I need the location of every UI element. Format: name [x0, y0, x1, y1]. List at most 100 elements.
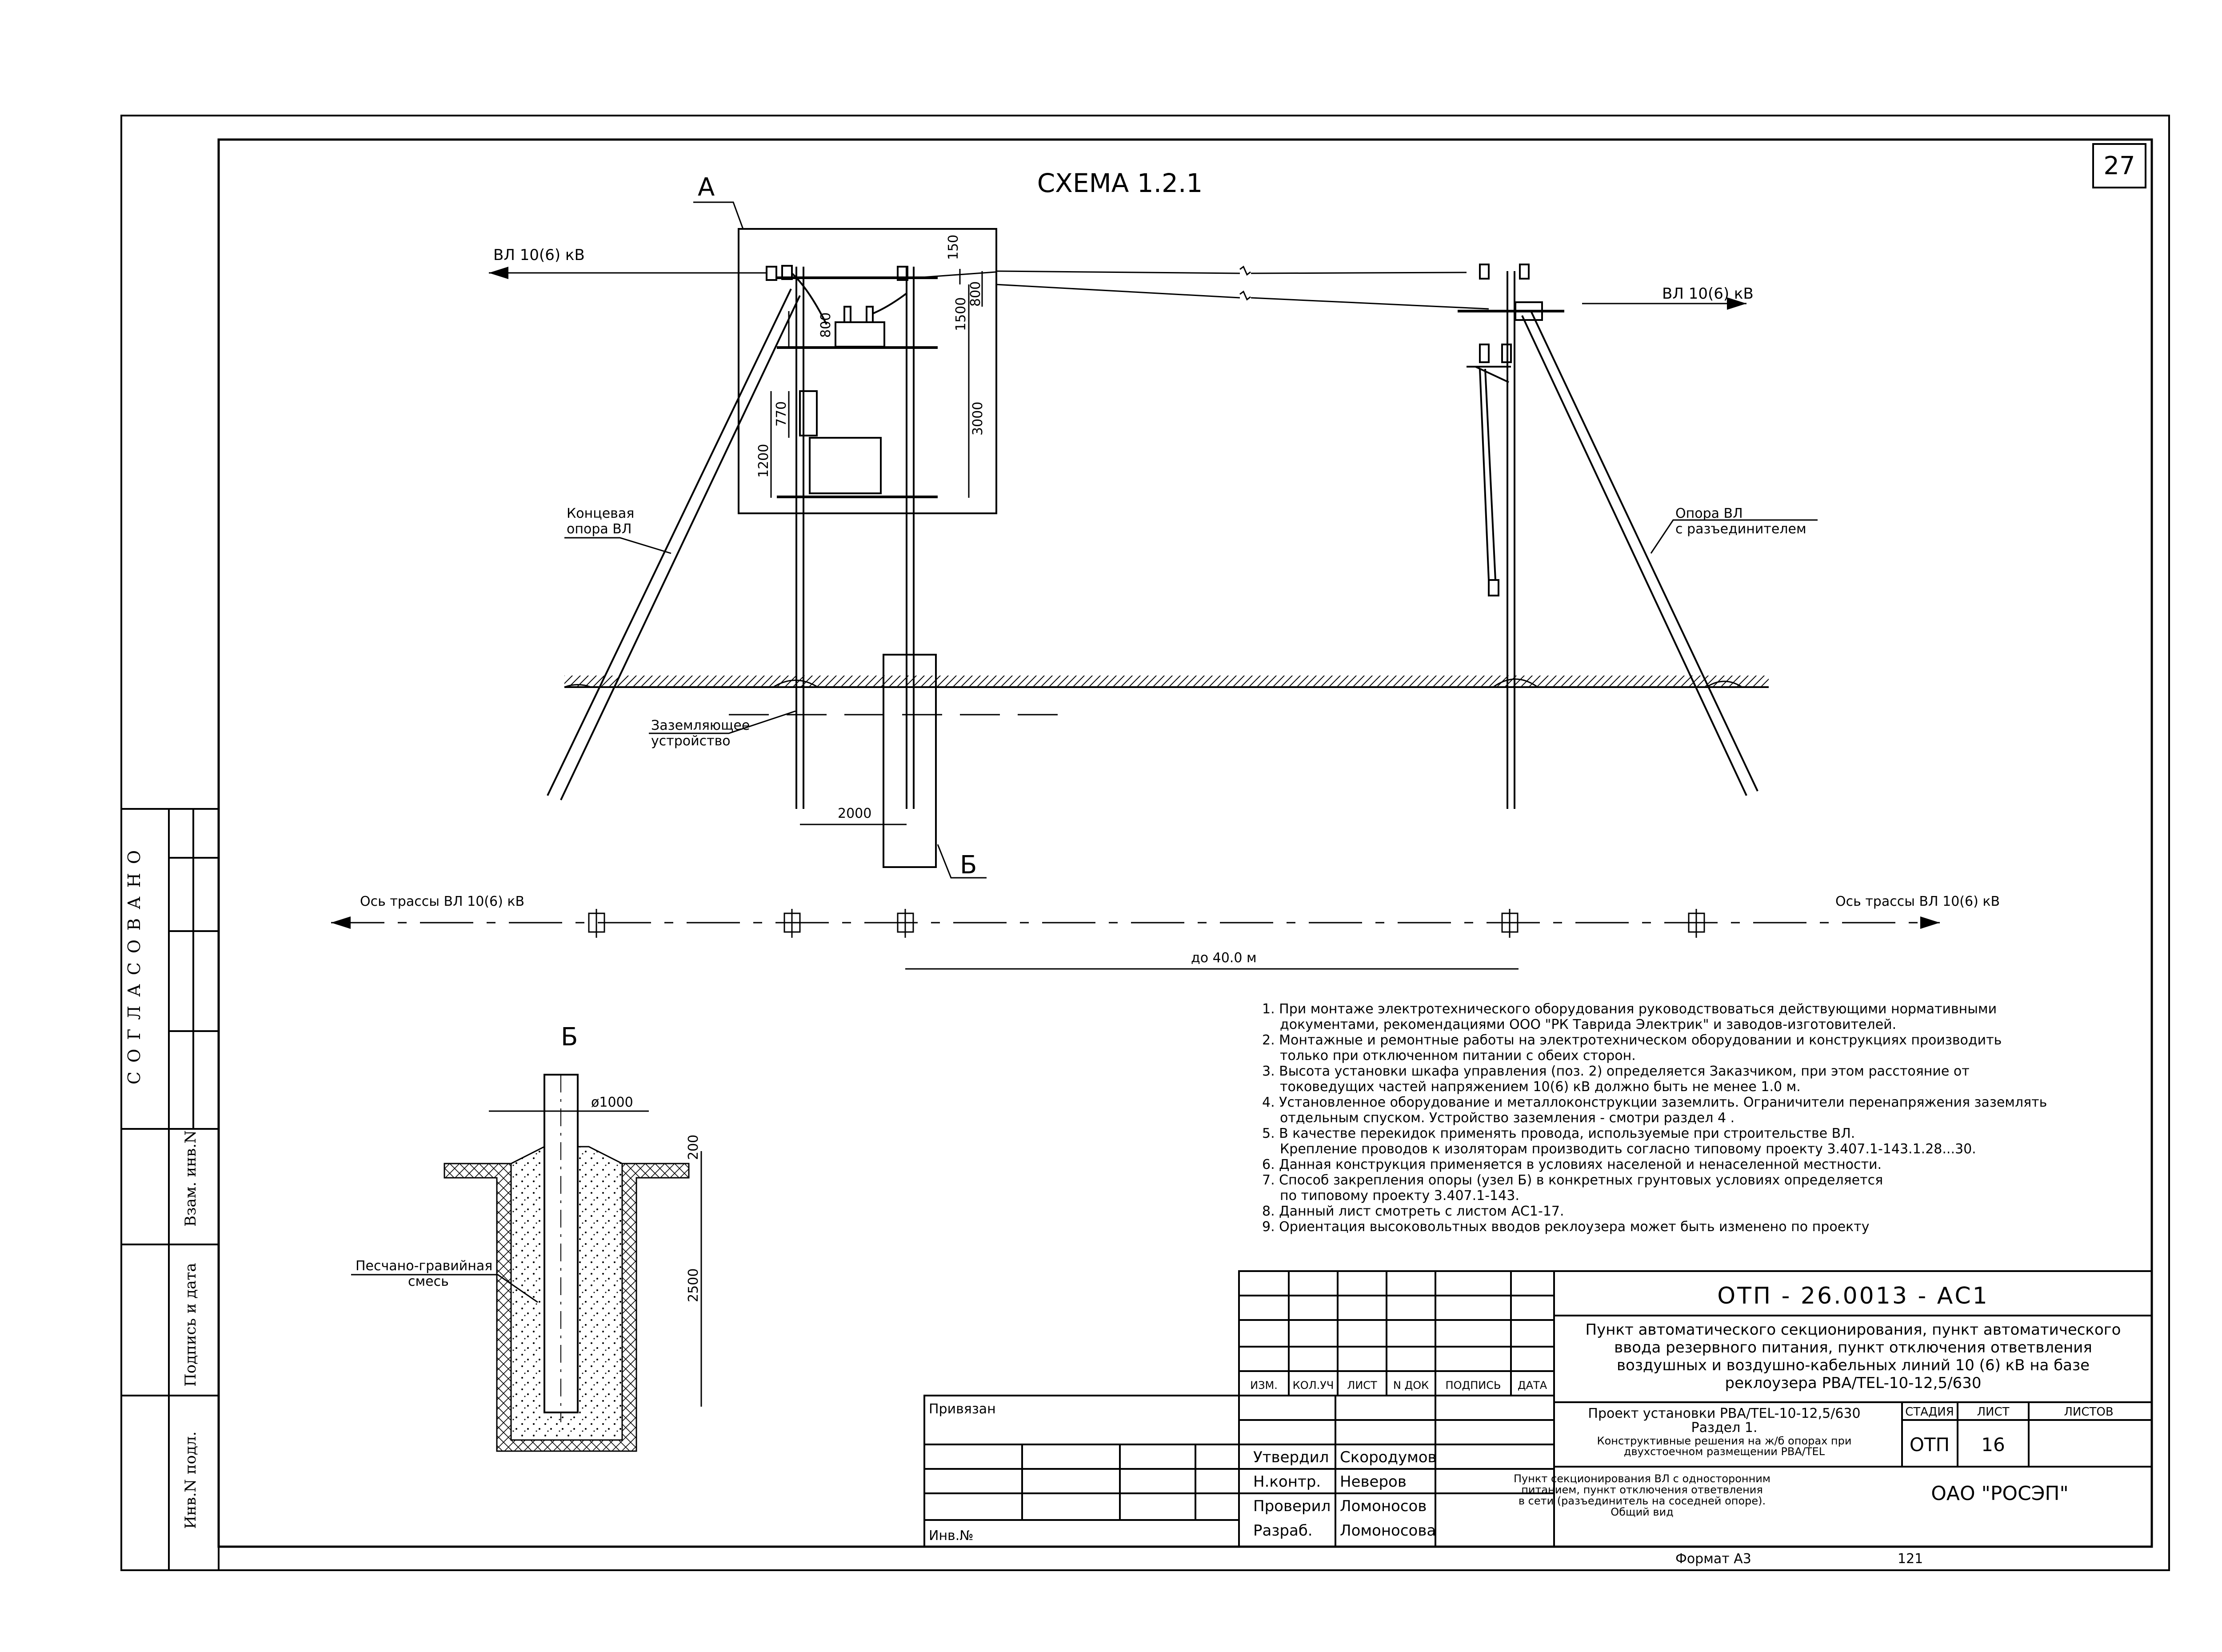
end-pole-left: [547, 265, 938, 809]
format-label: Формат А3: [1675, 1551, 1751, 1567]
line-label-left-text: ВЛ 10(6) кВ: [493, 246, 585, 264]
line-label-left: ВЛ 10(6) кВ: [489, 246, 585, 279]
dim-1200: 1200: [756, 444, 771, 478]
revision-header: ЛИСТ: [1347, 1379, 1377, 1392]
callout-a-label: А: [698, 173, 715, 202]
role-name: Ломоносов: [1340, 1497, 1427, 1515]
inv-no-label: Инв.№: [929, 1528, 973, 1544]
drawing-line1: Пункт секционирования ВЛ с односторонним: [1514, 1472, 1770, 1485]
leader-ground-line1: Заземляющее: [651, 718, 750, 733]
privyazan-label: Привязан: [929, 1401, 996, 1417]
note-line: 8. Данный лист смотреть с листом АС1-17.: [1262, 1204, 1564, 1219]
foundation-box: [883, 654, 937, 868]
dim-150: 150: [946, 235, 961, 260]
revision-header: ДАТА: [1518, 1379, 1547, 1392]
sheet-number: 27: [2103, 152, 2135, 180]
detail-b-title: Б: [561, 1023, 578, 1052]
desc-line2: ввода резервного питания, пункт отключен…: [1614, 1339, 2092, 1356]
dim-3000: 3000: [970, 402, 986, 436]
project-line3: Конструктивные решения на ж/б опорах при: [1597, 1435, 1852, 1447]
revision-header: ПОДПИСЬ: [1446, 1379, 1501, 1392]
leader-ground-line2: устройство: [651, 733, 731, 749]
dim-1000: ø1000: [591, 1095, 633, 1110]
role-name: Неверов: [1340, 1473, 1407, 1491]
doc-code: ОТП - 26.0013 - АС1: [1717, 1283, 1989, 1309]
ground-line: [564, 676, 1769, 688]
stage-header: СТАДИЯ: [1905, 1405, 1954, 1419]
note-line: 2. Монтажные и ремонтные работы на элект…: [1262, 1032, 2002, 1048]
note-line: 1. При монтаже электротехнического обору…: [1262, 1001, 1997, 1017]
title-block: ОТП - 26.0013 - АС1 Пункт автоматическог…: [923, 1270, 2153, 1567]
note-line: 4. Установленное оборудование и металлок…: [1262, 1095, 2047, 1110]
dim-800-left: 800: [818, 312, 834, 338]
callout-b-label: Б: [960, 851, 977, 880]
scheme-title: СХЕМА 1.2.1: [1037, 168, 1203, 198]
dim-770: 770: [774, 401, 789, 427]
role-name: Скородумов: [1340, 1448, 1437, 1466]
leader-pole-line2: с разъединителем: [1675, 521, 1806, 537]
drawing-line2: питанием, пункт отключения ответвления: [1521, 1484, 1763, 1496]
side-stamp: СОГЛАСОВАНО Взам. инв.N Подпись и дата И…: [120, 808, 220, 1571]
dim-2500: 2500: [686, 1268, 701, 1302]
route-axis: Ось трассы ВЛ 10(6) кВ Ось трассы ВЛ 10(…: [331, 894, 2000, 970]
axis-label-right: Ось трассы ВЛ 10(6) кВ: [1835, 894, 2000, 909]
leader-end-pole-line2: опора ВЛ: [567, 521, 631, 537]
project-line2: Раздел 1.: [1691, 1420, 1758, 1436]
role-label: Утвердил: [1253, 1448, 1329, 1466]
notes: 1. При монтаже электротехнического обору…: [1262, 1001, 2047, 1235]
note-line: отдельным спуском. Устройство заземления…: [1280, 1110, 1734, 1126]
role-label: Н.контр.: [1253, 1473, 1321, 1491]
dim-2000: 2000: [838, 806, 871, 821]
note-line: по типовому проекту 3.407.1-143.: [1280, 1188, 1519, 1204]
note-line: документами, рекомендациями ООО "РК Тавр…: [1280, 1017, 1896, 1032]
sheet-number-box: 27: [2092, 143, 2146, 188]
sheet-value: 16: [1981, 1434, 2005, 1456]
callout-b: Б: [937, 844, 987, 880]
dimension-labels: 150 800 1500 800 3000 770 1200 2000: [756, 235, 986, 821]
drawing-line4: Общий вид: [1611, 1506, 1673, 1518]
organization: ОАО "РОСЭП": [1931, 1482, 2069, 1505]
sheet-header: ЛИСТ: [1977, 1405, 2009, 1419]
leader-mix-line2: смесь: [408, 1274, 449, 1289]
dim-1500: 1500: [953, 297, 969, 331]
dim-200: 200: [686, 1135, 701, 1160]
revision-header: N ДОК: [1393, 1379, 1429, 1392]
page-number: 121: [1898, 1551, 1923, 1567]
leader-end-pole: Концевая опора ВЛ: [564, 506, 671, 554]
detail-a-frame: [738, 228, 997, 514]
project-line4: двухстоечном размещении PBA/TEL: [1624, 1445, 1825, 1458]
leader-pole: Опора ВЛ с разъединителем: [1650, 506, 1818, 554]
dim-800-top: 800: [968, 281, 983, 307]
role-label: Проверил: [1253, 1497, 1331, 1515]
line-label-right-text: ВЛ 10(6) кВ: [1662, 285, 1754, 303]
note-line: 3. Высота установки шкафа управления (по…: [1262, 1064, 1970, 1079]
note-line: токоведущих частей напряжением 10(6) кВ …: [1280, 1079, 1801, 1095]
side-agreed: СОГЛАСОВАНО: [124, 841, 144, 1084]
note-line: 6. Данная конструкция применяется в усло…: [1262, 1157, 1882, 1172]
line-label-right: ВЛ 10(6) кВ: [1662, 285, 1754, 310]
project-line1: Проект установки PBA/TEL-10-12,5/630: [1588, 1406, 1860, 1421]
axis-label-left: Ось трассы ВЛ 10(6) кВ: [360, 894, 524, 909]
detail-b: Б ø1000 200 2500 Песчано-гравийная смесь: [351, 1023, 702, 1452]
side-sign: Подпись и дата: [182, 1263, 200, 1387]
leader-pole-line1: Опора ВЛ: [1675, 506, 1743, 521]
dimensions-detail-a: [770, 269, 983, 825]
overhead-wires: [489, 265, 1746, 310]
drawing-line3: в сети (разъединитель на соседней опоре)…: [1519, 1495, 1766, 1507]
desc-line3: воздушных и воздушно-кабельных линий 10 …: [1617, 1356, 2090, 1374]
pole-right: [1458, 264, 1758, 809]
leader-mix-line1: Песчано-гравийная: [356, 1258, 492, 1274]
dim-40m: до 40.0 м: [1191, 950, 1257, 966]
note-line: 9. Ориентация высоковольтных вводов рекл…: [1262, 1219, 1870, 1235]
sheets-header: ЛИСТОВ: [2064, 1405, 2113, 1419]
side-inv: Инв.N подл.: [182, 1432, 200, 1529]
note-line: Крепление проводов к изоляторам производ…: [1280, 1141, 1976, 1157]
role-name: Ломоносова: [1340, 1522, 1436, 1540]
leader-ground: Заземляющее устройство: [649, 710, 1058, 749]
callout-a: А: [693, 173, 744, 229]
note-line: 5. В качестве перекидок применять провод…: [1262, 1126, 1855, 1141]
stage-value: ОТП: [1910, 1434, 1950, 1456]
